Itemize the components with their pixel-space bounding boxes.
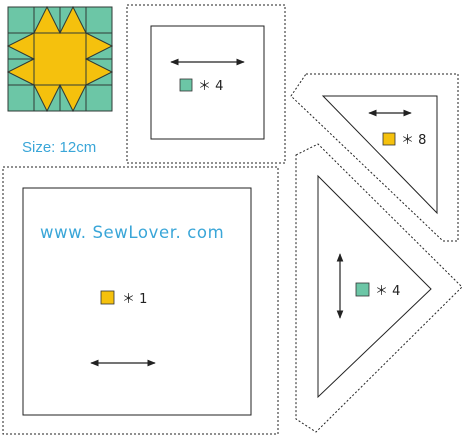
website-watermark: www. SewLover. com: [40, 223, 224, 242]
yellow-swatch-icon: [100, 290, 115, 305]
template-large-triangle: ＊ 4: [295, 143, 463, 433]
piece-count-label: ＊ 1: [122, 292, 147, 307]
template-small-square: ＊ 4: [126, 4, 286, 164]
seam-allowance-outline: [126, 4, 286, 164]
quilt-block-preview: [6, 5, 114, 113]
cut-line: [150, 25, 265, 140]
size-label: Size: 12cm: [22, 139, 96, 156]
template-small-triangle: ＊ 8: [290, 73, 459, 242]
teal-swatch-icon: [355, 282, 370, 297]
cut-line: [321, 95, 438, 215]
piece-count-label: ＊ 4: [375, 284, 400, 299]
teal-swatch-icon: [179, 78, 193, 92]
piece-count-label: ＊ 8: [401, 133, 426, 148]
yellow-swatch-icon: [382, 132, 396, 146]
seam-allowance-outline: [2, 166, 279, 435]
cut-line: [22, 187, 252, 416]
template-large-square: www. SewLover. com ＊ 1: [2, 166, 279, 435]
piece-count-label: ＊ 4: [198, 79, 223, 94]
seam-allowance-outline: [290, 73, 459, 242]
seam-allowance-outline: [295, 143, 463, 433]
cut-line: [317, 174, 432, 399]
